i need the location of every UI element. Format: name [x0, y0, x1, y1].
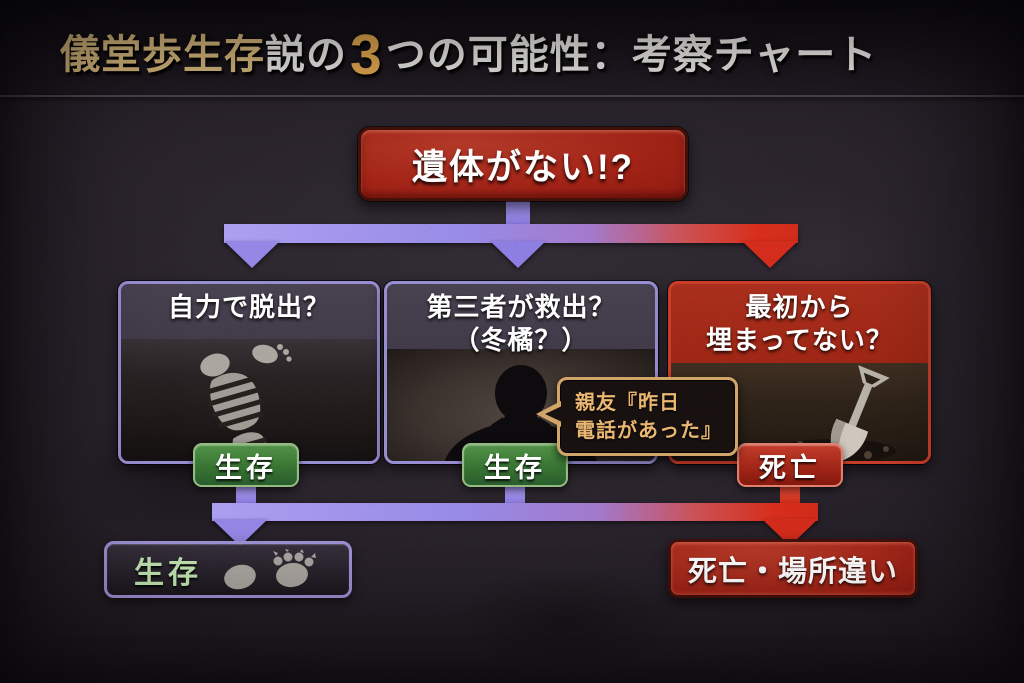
speech-bubble-line1: 親友『昨日: [575, 392, 680, 414]
root-node-label: 遺体がない!?: [411, 147, 635, 187]
speech-bubble-line2: 電話があった』: [575, 420, 722, 443]
outcome-badge-death: 死亡: [737, 443, 843, 487]
branch-question: 最初から 埋まってない？: [671, 284, 928, 356]
title-segment-plain: 説の: [265, 33, 347, 77]
branch-question-line2: （冬橘？）: [453, 324, 589, 355]
outcome-label: 生存: [215, 452, 277, 483]
outcome-badge-survival-2: 生存: [462, 443, 568, 487]
outcome-label: 生存: [484, 452, 546, 483]
branch-question-line2: 埋まってない？: [706, 324, 893, 355]
arrowhead-down-right-icon: [742, 241, 798, 268]
result-death-label: 死亡・場所違い: [687, 555, 898, 588]
paw-prints-icon: [224, 548, 316, 589]
speech-bubble-tail-fill: [545, 406, 562, 422]
speech-bubble: 親友『昨日 電話があった』: [536, 377, 738, 456]
page-title: 儀堂歩生存説の3つの可能性：考察チャート: [60, 27, 877, 84]
arrowhead-down-left-icon: [224, 241, 280, 268]
result-box-death-wrong-place: 死亡・場所違い: [668, 539, 918, 598]
connector-bottom-bar: [212, 503, 818, 521]
outcome-label: 死亡: [759, 452, 821, 483]
title-segment-name: 儀堂歩生存: [60, 33, 265, 77]
title-segment-rest: つの可能性：考察チャート: [385, 33, 878, 77]
branch-box-self-escape: 自力で脱出？: [118, 281, 380, 464]
branch-question: 第三者が救出？ （冬橘？）: [387, 284, 655, 356]
arrowhead-down-center-icon: [490, 241, 546, 268]
outcome-badge-survival-1: 生存: [193, 443, 299, 487]
branch-question-line1: 自力で脱出？: [167, 292, 330, 322]
result-survival-label: 生存: [134, 556, 202, 590]
title-segment-number: 3: [350, 23, 383, 87]
root-node: 遺体がない!?: [358, 127, 688, 201]
header-divider: [0, 95, 1024, 97]
result-box-survival: 生存: [104, 541, 352, 598]
branch-question-line1: 最初から: [745, 292, 854, 322]
branch-question-line1: 第三者が救出？: [426, 292, 616, 322]
branch-question: 自力で脱出？: [121, 284, 377, 324]
